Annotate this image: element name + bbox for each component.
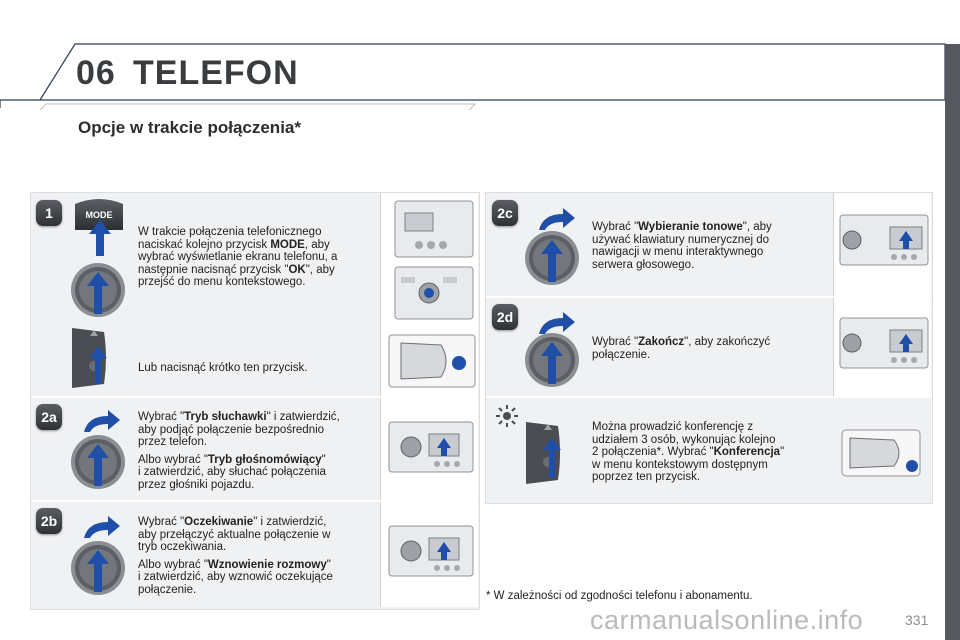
badge-2d: 2d [492, 304, 518, 330]
left-divider-2 [31, 500, 477, 502]
tip-light-icon [495, 404, 519, 428]
chapter-number: 06 [76, 54, 116, 92]
radio-unit-image [833, 298, 931, 396]
radio-unit-image [380, 193, 478, 396]
tip-text: Można prowadzić konferencję z udziałem 3… [592, 421, 785, 483]
curved-arrow-icon [80, 514, 122, 540]
ok-knob-icon [524, 230, 580, 286]
watermark: carmanualsonline.info [590, 605, 864, 635]
step2c-text: Wybrać "Wybieranie tonowe", aby używać k… [592, 221, 772, 271]
page-number: 331 [905, 612, 929, 628]
header-decoration [0, 43, 946, 110]
section-title: Opcje w trakcie połączenia* [78, 118, 301, 137]
curved-arrow-icon [535, 310, 577, 336]
footnote: * W zależności od zgodności telefonu i a… [486, 590, 753, 602]
badge-2b: 2b [36, 508, 62, 534]
radio-unit-image [833, 193, 931, 296]
ok-knob-icon [70, 262, 126, 318]
badge-1: 1 [36, 200, 62, 226]
arrow-up-icon [89, 346, 107, 384]
arrow-up-icon [89, 220, 111, 256]
left-divider-1 [31, 396, 477, 398]
curved-arrow-icon [80, 408, 122, 434]
chapter-title: TELEFON [133, 54, 299, 92]
step1-alt-text: Lub nacisnąć krótko ten przycisk. [138, 362, 308, 374]
step2a-text: Wybrać "Tryb słuchawki" i zatwierdzić, a… [138, 411, 340, 491]
badge-2c: 2c [492, 200, 518, 226]
step2b-text: Wybrać "Oczekiwanie" i zatwierdzić, aby … [138, 516, 333, 596]
ok-knob-icon [524, 332, 580, 388]
radio-unit-image [380, 398, 478, 500]
ok-knob-icon [70, 540, 126, 596]
ok-knob-icon [70, 434, 126, 490]
steering-stalk-image [836, 420, 926, 484]
right-divider-1 [486, 296, 930, 298]
badge-2a: 2a [36, 404, 62, 430]
right-divider-2 [486, 396, 930, 398]
step1-text: W trakcie połączenia telefonicznego naci… [138, 226, 338, 288]
mode-label: MODE [86, 210, 113, 220]
side-bar [945, 44, 960, 640]
mode-button-icon: MODE [73, 196, 125, 234]
arrow-up-icon [543, 438, 561, 478]
step2d-text: Wybrać "Zakończ", aby zakończyć połączen… [592, 336, 771, 361]
curved-arrow-icon [535, 206, 577, 232]
radio-unit-image [380, 502, 478, 607]
